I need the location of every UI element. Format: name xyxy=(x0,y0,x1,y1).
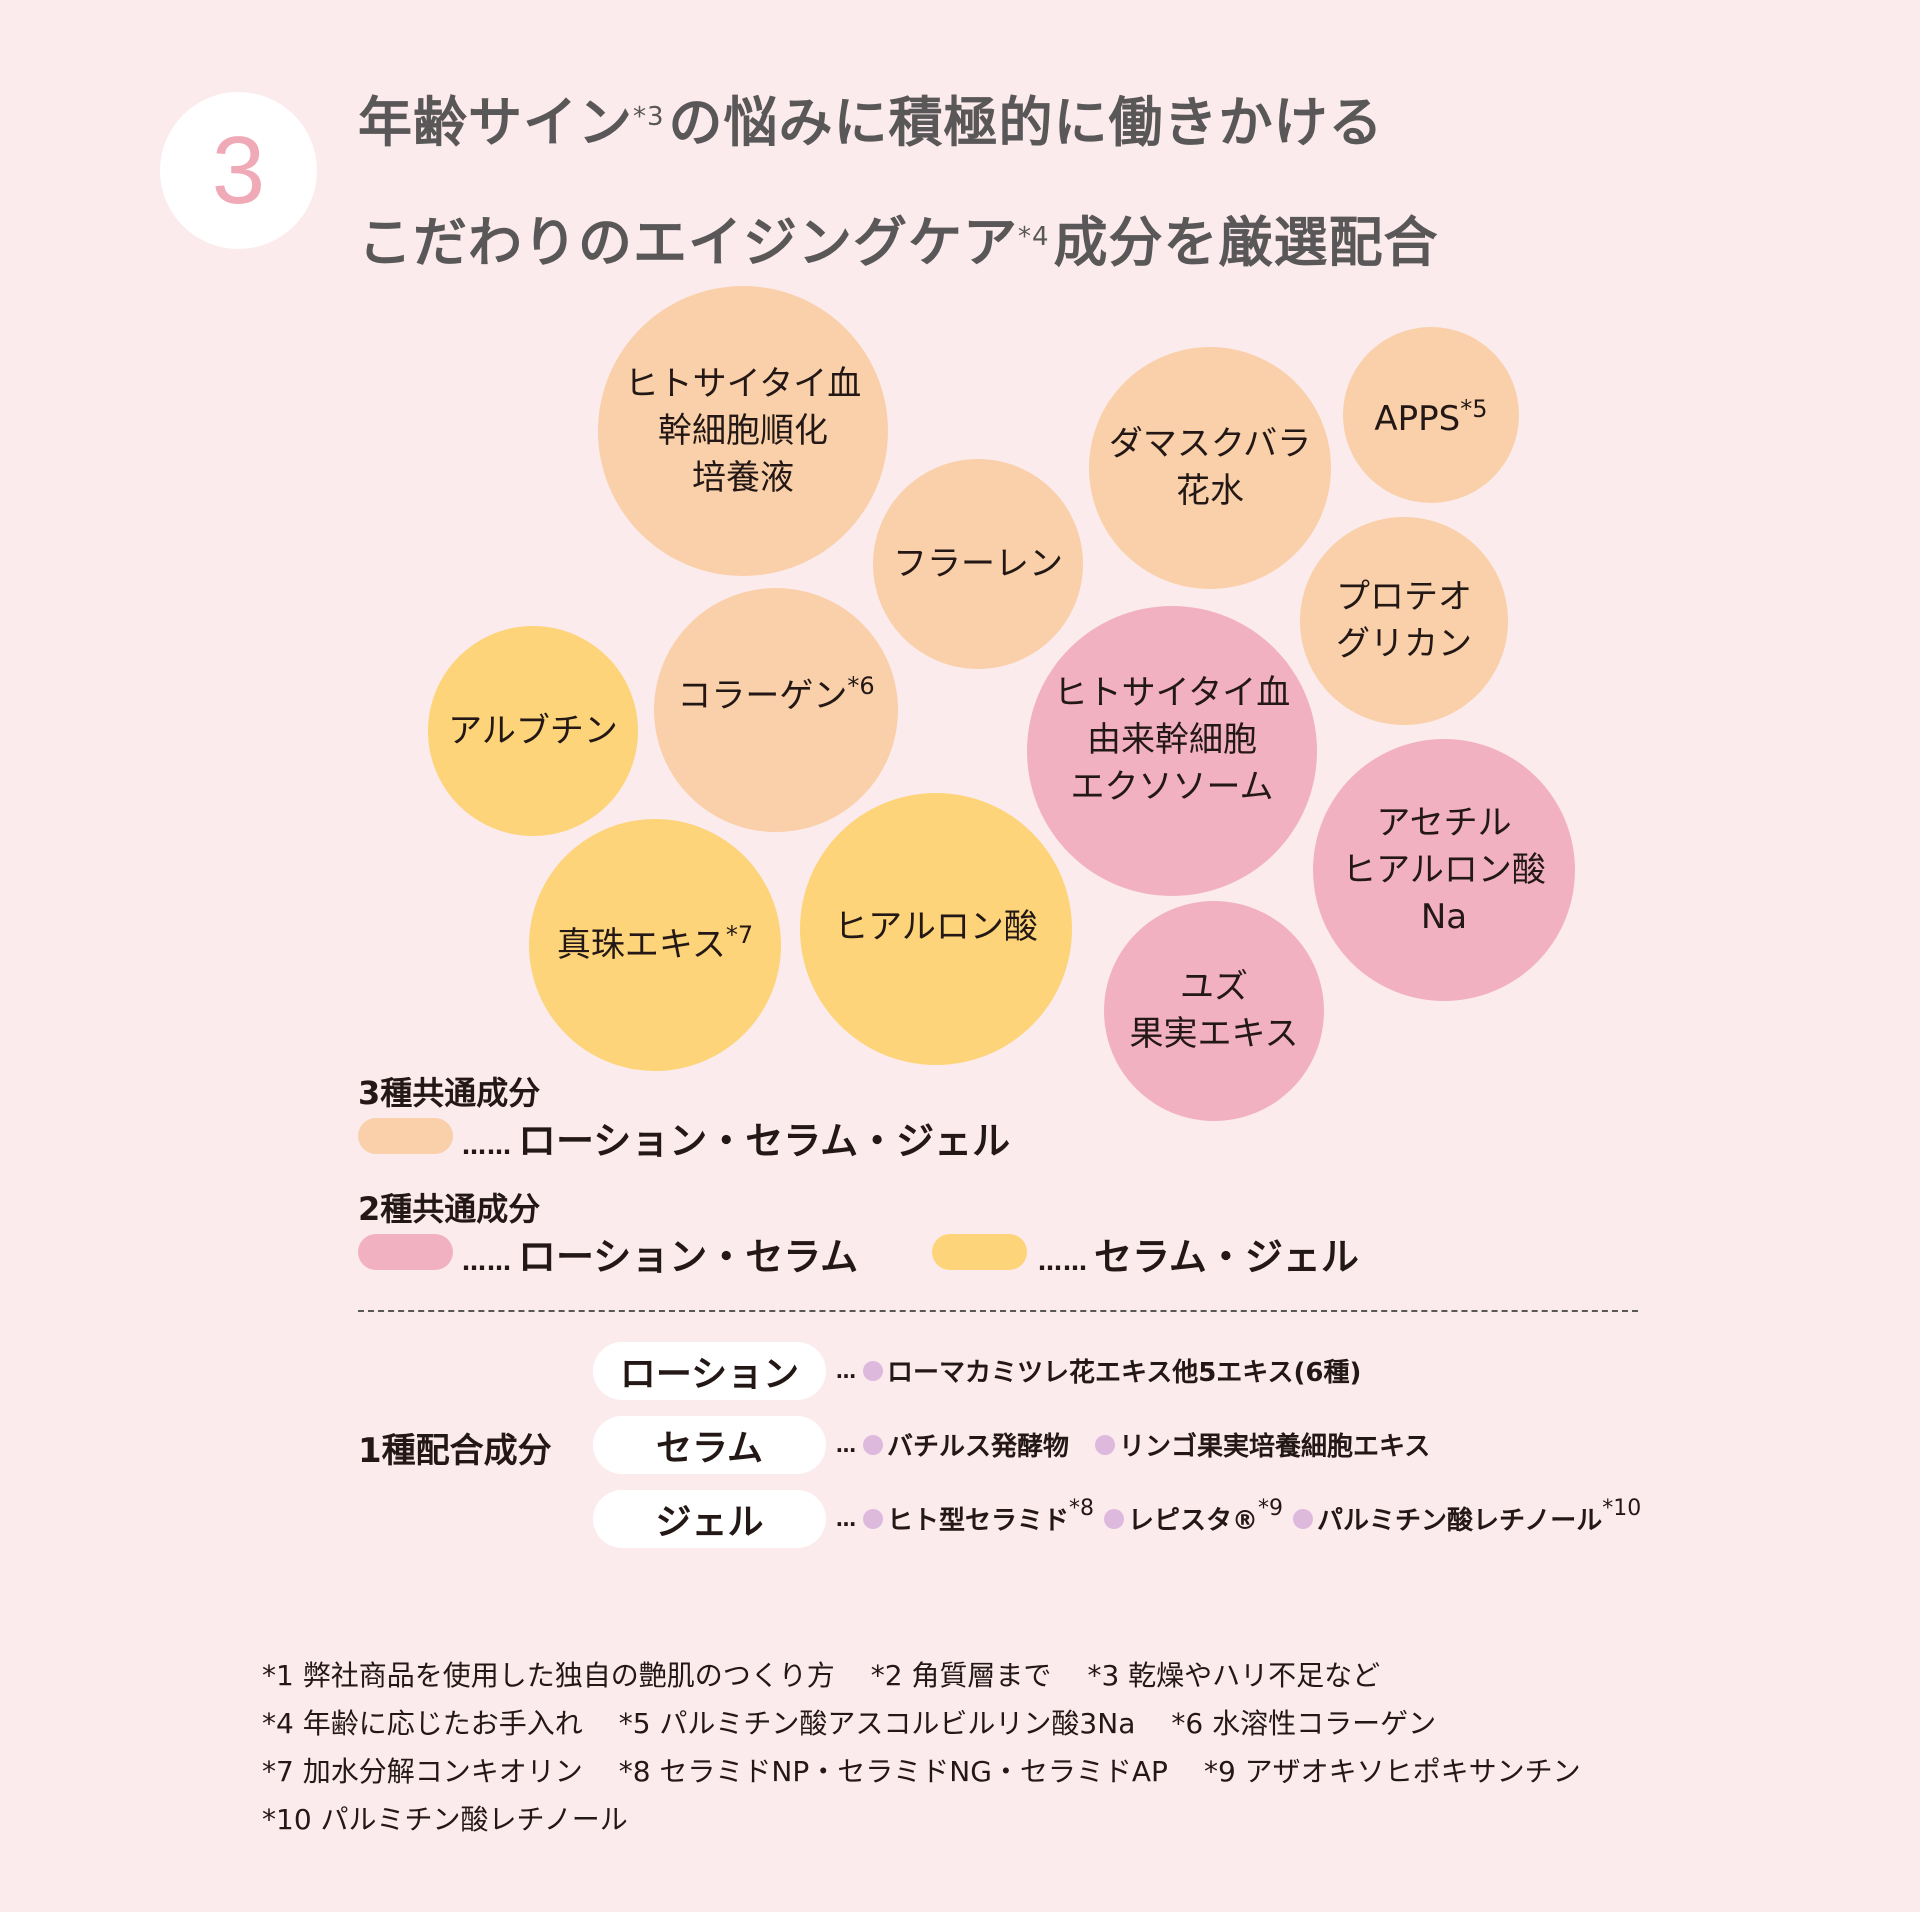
list-item: ヒト型セラミド*8 xyxy=(863,1496,1094,1537)
bullet-icon xyxy=(1104,1508,1125,1529)
footnote-ref: *6 xyxy=(847,671,875,700)
gel-ingredients: … ヒト型セラミド*8 レピスタ®*9 パルミチン酸レチノール*10 xyxy=(836,1496,1642,1537)
legend-heading-two: 2種共通成分 xyxy=(358,1190,541,1228)
bullet-icon xyxy=(1293,1508,1314,1529)
page-title: 年齢サイン*3の悩みに積極的に働きかける こだわりのエイジングケア*4成分を厳選… xyxy=(358,92,1439,274)
footnote: *10 パルミチン酸レチノール xyxy=(262,1803,628,1836)
ingredient-bubble: ヒアルロン酸 xyxy=(800,793,1072,1065)
legend-label-serum-gel: ……セラム・ジェル xyxy=(1038,1235,1359,1279)
ingredient-label: APPS*5 xyxy=(1374,394,1488,439)
ingredient-label: コラーゲン*6 xyxy=(677,671,875,716)
ingredient-label: アセチル ヒアルロン酸 Na xyxy=(1342,802,1546,937)
footnote: *8 セラミドNP・セラミドNG・セラミドAP xyxy=(618,1755,1168,1788)
ingredient-label: ユズ 果実エキス xyxy=(1129,967,1299,1054)
footnote: *9 アザオキソヒポキサンチン xyxy=(1203,1755,1581,1788)
lotion-ingredients: … ローマカミツレ花エキス他5エキス(6種) xyxy=(836,1352,1387,1389)
ingredient-bubble: アセチル ヒアルロン酸 Na xyxy=(1313,739,1575,1001)
footnote-line: *7 加水分解コンキオリン *8 セラミドNP・セラミドNG・セラミドAP *9 ア… xyxy=(262,1748,1617,1796)
footnote-ref: *3 xyxy=(633,102,665,132)
footnotes: *1 弊社商品を使用した独自の艶肌のつくり方 *2 角質層まで *3 乾燥やハリ不足… xyxy=(262,1652,1617,1844)
product-pill-serum: セラム xyxy=(593,1416,826,1474)
bullet-icon xyxy=(863,1434,883,1455)
footnote-ref: *4 xyxy=(1018,222,1050,252)
ingredient-bubble: ヒトサイタイ血 由来幹細胞 エクソソーム xyxy=(1027,606,1317,896)
list-item: バチルス発酵物 xyxy=(863,1426,1069,1463)
title-text: 成分を厳選配合 xyxy=(1053,211,1439,274)
ingredient-bubble: フラーレン xyxy=(873,459,1083,669)
legend-label-three-common: ……ローション・セラム・ジェル xyxy=(462,1119,1011,1163)
title-text: の悩みに積極的に働きかける xyxy=(668,91,1384,154)
list-item: レピスタ®*9 xyxy=(1104,1496,1283,1537)
footnote: *1 弊社商品を使用した独自の艶肌のつくり方 xyxy=(262,1659,835,1692)
legend-heading-three: 3種共通成分 xyxy=(358,1074,541,1112)
single-ingredients-heading: 1種配合成分 xyxy=(358,1431,552,1471)
section-divider xyxy=(358,1310,1638,1312)
ingredient-label: プロテオ グリカン xyxy=(1336,577,1472,664)
ingredient-bubble: ダマスクバラ 花水 xyxy=(1089,347,1331,589)
footnote: *6 水溶性コラーゲン xyxy=(1171,1707,1437,1740)
legend-swatch-lotion-serum xyxy=(358,1234,453,1270)
bullet-icon xyxy=(863,1360,883,1381)
step-number: 3 xyxy=(211,116,266,224)
ingredient-bubble: APPS*5 xyxy=(1343,327,1519,503)
ingredient-label: ダマスクバラ 花水 xyxy=(1108,424,1312,511)
ingredient-label: ヒトサイタイ血 幹細胞順化 培養液 xyxy=(624,363,862,498)
ingredient-bubble: プロテオ グリカン xyxy=(1300,517,1508,725)
title-text: 年齢サイン xyxy=(358,91,633,154)
bullet-icon xyxy=(863,1508,883,1529)
list-item: ローマカミツレ花エキス他5エキス(6種) xyxy=(863,1352,1361,1389)
ingredient-label: 真珠エキス*7 xyxy=(556,920,754,965)
ingredient-bubble: ユズ 果実エキス xyxy=(1104,901,1324,1121)
title-line-2: こだわりのエイジングケア*4成分を厳選配合 xyxy=(358,212,1439,274)
serum-ingredients: … バチルス発酵物 リンゴ果実培養細胞エキス xyxy=(836,1426,1456,1463)
ingredient-bubble: アルブチン xyxy=(428,626,638,836)
list-item: パルミチン酸レチノール*10 xyxy=(1293,1496,1641,1537)
title-text: こだわりのエイジングケア xyxy=(358,211,1018,274)
footnote: *5 パルミチン酸アスコルビルリン酸3Na xyxy=(618,1707,1136,1740)
ingredient-label: アルブチン xyxy=(448,710,618,751)
ingredient-bubble: ヒトサイタイ血 幹細胞順化 培養液 xyxy=(598,286,888,576)
ingredient-bubble: コラーゲン*6 xyxy=(654,588,898,832)
ingredient-label: フラーレン xyxy=(893,543,1063,584)
footnote: *4 年齢に応じたお手入れ xyxy=(262,1707,583,1740)
bullet-icon xyxy=(1095,1434,1116,1455)
ingredient-label: ヒトサイタイ血 由来幹細胞 エクソソーム xyxy=(1053,672,1291,807)
footnote-line: *4 年齢に応じたお手入れ *5 パルミチン酸アスコルビルリン酸3Na *6 水溶性… xyxy=(262,1700,1617,1748)
footnote: *7 加水分解コンキオリン xyxy=(262,1755,583,1788)
step-number-badge: 3 xyxy=(160,92,317,249)
footnote-ref: *7 xyxy=(725,920,754,949)
product-pill-gel: ジェル xyxy=(593,1490,826,1548)
footnote-ref: *5 xyxy=(1460,394,1488,423)
product-pill-lotion: ローション xyxy=(593,1342,826,1400)
list-item: リンゴ果実培養細胞エキス xyxy=(1095,1426,1430,1463)
ingredient-bubble: 真珠エキス*7 xyxy=(529,819,781,1071)
footnote: *2 角質層まで xyxy=(870,1659,1052,1692)
title-line-1: 年齢サイン*3の悩みに積極的に働きかける xyxy=(358,92,1439,154)
footnote: *3 乾燥やハリ不足など xyxy=(1087,1659,1381,1692)
legend-label-lotion-serum: ……ローション・セラム xyxy=(462,1235,859,1279)
legend-swatch-serum-gel xyxy=(932,1234,1027,1270)
legend-swatch-three-common xyxy=(358,1118,453,1154)
footnote-line: *10 パルミチン酸レチノール xyxy=(262,1796,1617,1844)
footnote-line: *1 弊社商品を使用した独自の艶肌のつくり方 *2 角質層まで *3 乾燥やハリ不足… xyxy=(262,1652,1617,1700)
ingredient-label: ヒアルロン酸 xyxy=(834,906,1038,947)
